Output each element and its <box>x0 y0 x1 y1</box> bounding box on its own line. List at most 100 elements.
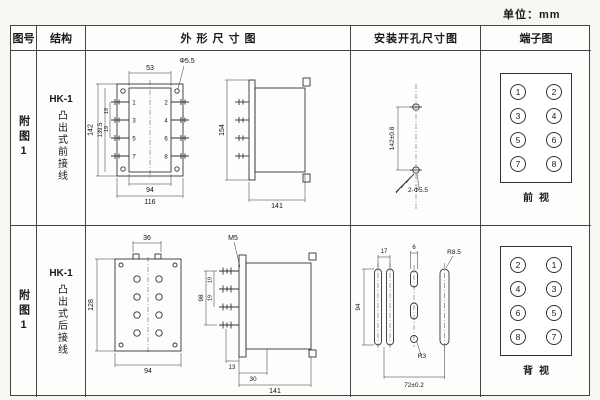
terminal-pin: 3 <box>510 107 526 124</box>
relay-rear-side-view <box>218 252 316 358</box>
install-cell-row2: 17 6 R8.5 94 R3 72±0.2 <box>351 226 481 397</box>
hole-callout: 2-Φ5.5 <box>407 187 427 194</box>
terminal-pin: 4 <box>546 107 562 124</box>
terminal-pin: 7 <box>510 155 526 172</box>
outline-cell-row1: 53 Φ5.5 142 139.5 19 19 94 116 1 2 3 4 5… <box>86 51 351 226</box>
install-drawing-rear-wiring: 17 6 R8.5 94 R3 72±0.2 <box>355 245 461 389</box>
terminal-pin: 2 <box>546 83 562 100</box>
terminal-pin: 2 <box>510 257 526 273</box>
terminal-pin: 4 <box>510 281 526 297</box>
terminal-caption-front: 前视 <box>523 192 555 204</box>
terminal-pin: 6 <box>546 131 562 148</box>
header-fig-no-label: 图号 <box>12 33 35 45</box>
slot-centerlines <box>377 263 445 351</box>
rear-side-dimension-lines <box>203 241 311 387</box>
terminal-caption-rear: 背视 <box>523 366 555 377</box>
dim-terminal-span: 98 <box>198 294 205 302</box>
pin-number: 6 <box>164 137 168 143</box>
terminal-pin: 7 <box>546 329 562 345</box>
pin-number: 7 <box>132 155 136 161</box>
slot-dimension-lines <box>361 251 453 379</box>
terminal-pin: 5 <box>510 131 526 148</box>
dim-width-inner: 94 <box>146 187 154 194</box>
terminal-pin: 5 <box>546 305 562 321</box>
dim-pitch-b: 19 <box>104 126 110 132</box>
terminal-box-front: 1 2 3 4 5 6 7 8 <box>500 72 572 183</box>
install-drawing-front-wiring: 142±0.8 2-Φ5.5 <box>389 84 428 210</box>
header-terminal: 端子图 <box>481 26 591 51</box>
relay-front-view <box>110 83 189 177</box>
header-structure-label: 结构 <box>50 33 72 45</box>
pin-number: 5 <box>132 137 136 143</box>
pin-number: 4 <box>164 119 168 125</box>
dim-width-outer: 116 <box>144 199 155 206</box>
dim-slot-width: 6 <box>412 245 416 251</box>
wiring-label-row2: 凸出式后接线 <box>55 283 67 356</box>
pin-number: 1 <box>132 101 136 107</box>
dim-height-inner: 139.5 <box>98 122 104 138</box>
dim-hole-spacing: 142±0.8 <box>389 126 396 150</box>
header-fig-no: 图号 <box>11 26 37 51</box>
fig-no-row1-label: 附图1 <box>17 115 30 161</box>
terminal-pin: 6 <box>510 305 526 321</box>
dim-side-length: 141 <box>271 203 283 210</box>
wiring-label-row1: 凸出式前接线 <box>55 110 67 182</box>
unit-label: 单位：mm <box>503 9 561 21</box>
dim-pitch-b: 19 <box>207 295 213 301</box>
header-outline: 外形尺寸图 <box>86 26 351 51</box>
dim-flange-depth: 30 <box>249 376 257 383</box>
terminal-box-rear: 2 1 4 3 6 5 8 7 <box>500 246 572 356</box>
dim-side-height: 154 <box>219 124 226 136</box>
terminal-pin: 3 <box>546 281 562 297</box>
sheet-table: 图号 结构 外形尺寸图 安装开孔尺寸图 端子图 附图1 HK-1 凸出式前接线 <box>10 25 591 397</box>
dim-slot-span: 72±0.2 <box>404 382 424 389</box>
terminal-cell-row1: 1 2 3 4 5 6 7 8 前视 <box>481 51 591 226</box>
radius-callout-big: R8.5 <box>447 249 461 256</box>
screw-spec: M5 <box>228 235 238 242</box>
dim-slot-height: 94 <box>355 303 362 311</box>
terminal-cell-row2: 2 1 4 3 6 5 8 7 背视 <box>481 226 591 397</box>
mounting-holes <box>395 103 422 194</box>
structure-row2: HK-1 凸出式后接线 <box>37 226 86 397</box>
dim-pitch-a: 19 <box>207 277 213 283</box>
header-install-label: 安装开孔尺寸图 <box>374 33 458 45</box>
header-outline-label: 外形尺寸图 <box>180 33 261 45</box>
header-install: 安装开孔尺寸图 <box>351 26 481 51</box>
fig-no-row2-label: 附图1 <box>17 288 30 335</box>
fig-no-row1: 附图1 <box>11 51 37 226</box>
outline-drawing-rear-wiring: 36 128 94 M5 98 19 19 13 30 141 <box>88 235 316 395</box>
front-view-dimension-lines <box>95 65 184 198</box>
pin-number: 3 <box>132 119 136 125</box>
pin-number: 8 <box>164 155 168 161</box>
terminal-pin: 8 <box>546 155 562 172</box>
terminal-pin: 8 <box>510 329 526 345</box>
dim-hole-diameter: Φ5.5 <box>179 58 194 65</box>
outline-cell-row2: 36 128 94 M5 98 19 19 13 30 141 <box>86 226 351 397</box>
dim-side-length: 141 <box>269 388 281 395</box>
terminal-pin: 1 <box>546 257 562 273</box>
terminal-pin: 1 <box>510 83 526 100</box>
structure-row1: HK-1 凸出式前接线 <box>37 51 86 226</box>
dim-height: 128 <box>88 299 95 311</box>
model-label-row2: HK-1 <box>49 267 73 279</box>
dim-top-width: 53 <box>146 65 154 72</box>
dim-terminal-depth: 13 <box>228 365 235 371</box>
dim-slot-gap: 17 <box>380 249 387 255</box>
side-view-dimension-lines <box>224 79 305 202</box>
relay-side-view <box>234 77 310 183</box>
header-structure: 结构 <box>37 26 86 51</box>
dim-width: 94 <box>144 368 152 375</box>
model-label-row1: HK-1 <box>49 94 73 105</box>
mounting-slots <box>373 268 449 346</box>
rear-view-dimension-lines <box>94 241 181 367</box>
dim-pitch-a: 19 <box>104 108 110 114</box>
fig-no-row2: 附图1 <box>11 226 37 397</box>
header-terminal-label: 端子图 <box>519 33 553 45</box>
outline-drawing-front-wiring: 53 Φ5.5 142 139.5 19 19 94 116 1 2 3 4 5… <box>87 58 310 210</box>
dim-height-outer: 142 <box>87 124 94 136</box>
dim-top-tab-width: 36 <box>143 235 151 242</box>
install-dimension-lines <box>395 106 419 189</box>
install-cell-row1: 142±0.8 2-Φ5.5 <box>351 51 481 226</box>
pin-number: 2 <box>164 101 168 107</box>
radius-callout-small: R3 <box>417 353 426 360</box>
